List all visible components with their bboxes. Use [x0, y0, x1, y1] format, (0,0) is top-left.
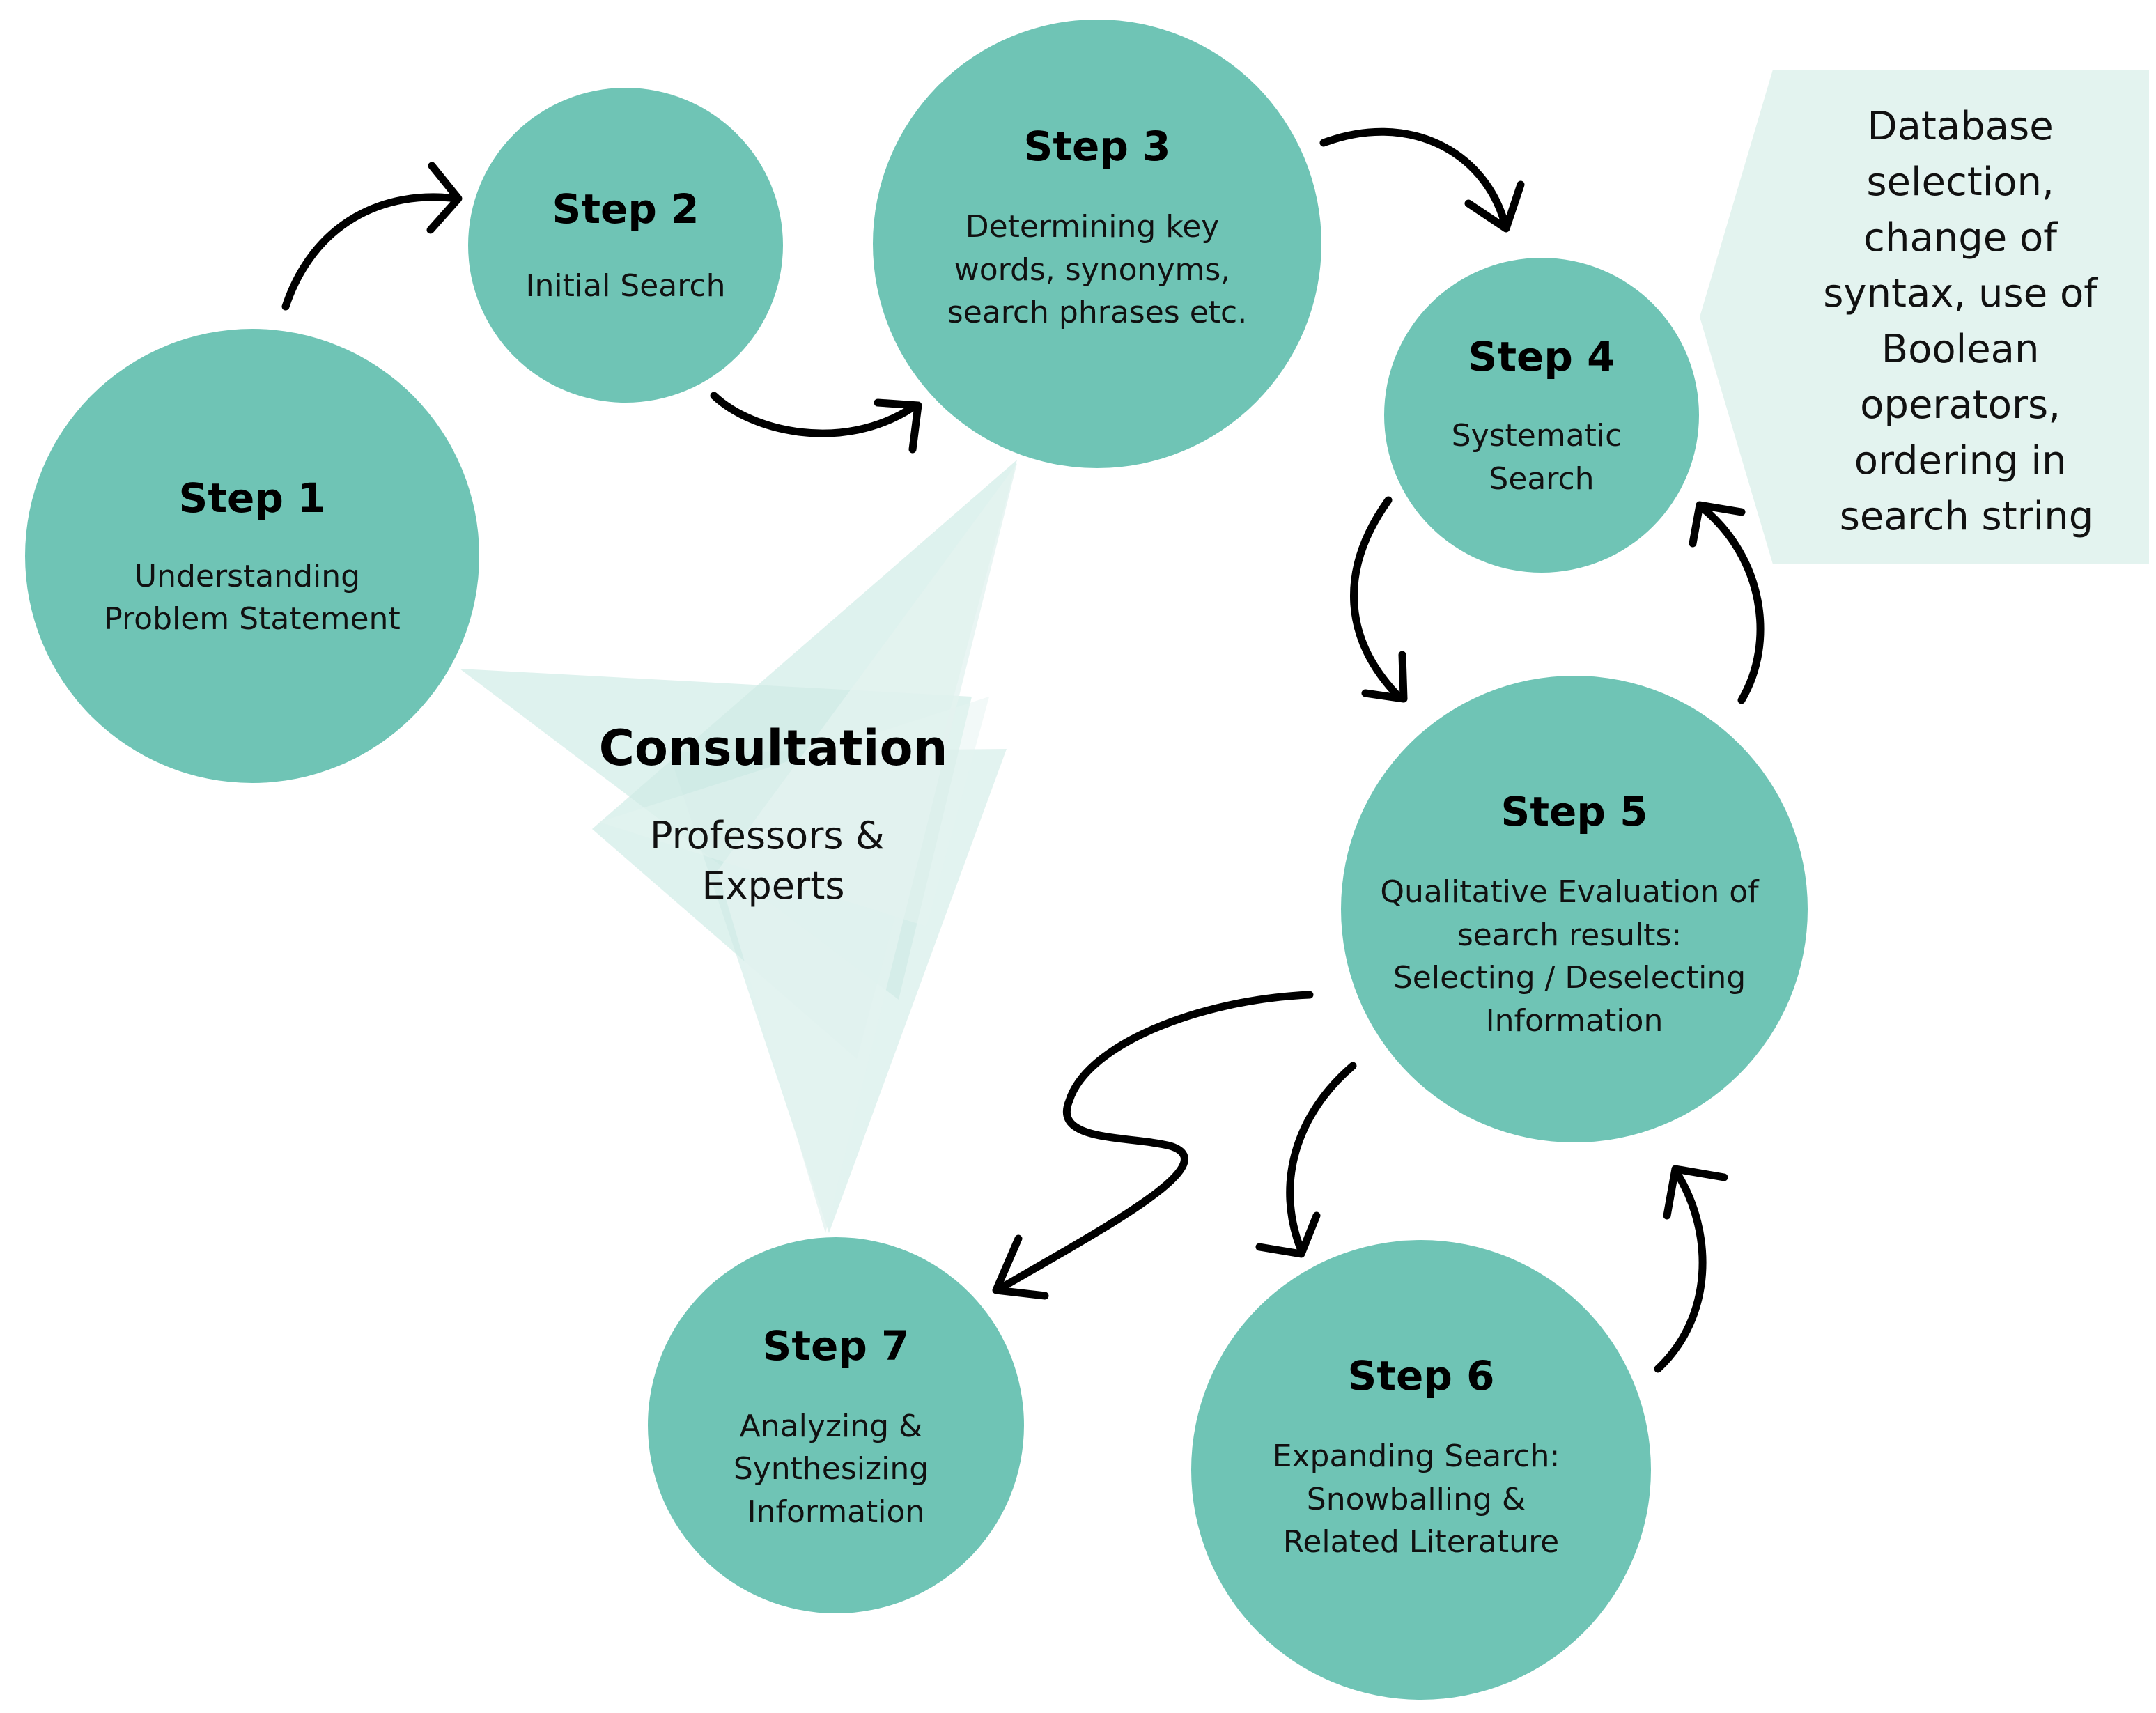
step-1-line-2: Problem Statement	[104, 601, 400, 637]
step-3-description: Determining key words, synonyms, search …	[947, 209, 1247, 330]
consultation-line-2: Experts	[701, 864, 844, 908]
consultation: Consultation Professors & Experts	[599, 720, 948, 908]
consultation-line-1: Professors &	[650, 814, 885, 858]
step-2: Step 2 Initial Search	[526, 185, 726, 304]
step-1: Step 1 Understanding Problem Statement	[104, 474, 400, 637]
step-4-circle	[1384, 258, 1699, 573]
arrow-step4-to-step5-head	[1361, 651, 1408, 703]
step-5-line-2: search results:	[1457, 917, 1682, 953]
step-1-circle	[25, 329, 479, 783]
arrow-step5-to-step6	[1286, 1062, 1357, 1255]
step-5-line-1: Qualitative Evaluation of	[1380, 874, 1760, 910]
step-4: Step 4 Systematic Search	[1452, 333, 1632, 497]
arrow-step1-to-step2	[281, 193, 460, 311]
step-4-title: Step 4	[1468, 333, 1615, 380]
step-3-line-2: words, synonyms,	[954, 252, 1231, 288]
step-1-line-1: Understanding	[134, 559, 360, 594]
step-7: Step 7 Analyzing & Synthesizing Informat…	[734, 1322, 938, 1530]
arrow-step5-to-step7	[995, 991, 1314, 1293]
step-7-title: Step 7	[763, 1322, 910, 1370]
arrow-step6-to-step5-head	[1663, 1165, 1728, 1220]
step-1-description: Understanding Problem Statement	[104, 559, 400, 637]
note-line-2: selection,	[1866, 160, 2054, 205]
step-7-circle	[648, 1237, 1024, 1613]
arrow-step5-to-step4	[1699, 504, 1765, 704]
step-1-title: Step 1	[179, 474, 326, 522]
step-5-line-3: Selecting / Deselecting	[1393, 960, 1746, 995]
step-2-circle	[468, 88, 783, 403]
step-3-title: Step 3	[1024, 123, 1171, 170]
step-6-line-2: Snowballing &	[1307, 1482, 1526, 1517]
note-line-3: change of	[1863, 215, 2058, 261]
step-2-line-1: Initial Search	[526, 268, 726, 304]
arrows	[281, 127, 1765, 1373]
arrow-step6-to-step5	[1654, 1170, 1707, 1373]
note-line-1: Database	[1867, 104, 2053, 149]
step-5-title: Step 5	[1501, 788, 1648, 835]
consultation-triangle-3	[669, 749, 1007, 1233]
note-text: Database selection, change of syntax, us…	[1823, 104, 2110, 539]
step-5-circle	[1341, 676, 1808, 1142]
arrow-step5-to-step7-head	[992, 1234, 1049, 1300]
arrow-step2-to-step3-head	[874, 398, 922, 454]
step-6-circle	[1191, 1240, 1651, 1700]
arrow-step5-to-step4-head	[1689, 501, 1746, 548]
step-4-description: Systematic Search	[1452, 418, 1632, 497]
arrow-step5-to-step6-head	[1255, 1211, 1321, 1258]
consultation-triangle-5	[599, 697, 989, 927]
step-4-line-1: Systematic	[1452, 418, 1622, 454]
arrow-step4-to-step5	[1350, 496, 1403, 701]
step-6-line-3: Related Literature	[1283, 1524, 1560, 1560]
note-box	[1700, 70, 2149, 564]
consultation-description: Professors & Experts	[650, 814, 897, 908]
step-5-description: Qualitative Evaluation of search results…	[1380, 874, 1768, 1039]
step-3-line-1: Determining key	[965, 209, 1220, 245]
consultation-triangle-4	[718, 463, 1017, 1233]
step-3: Step 3 Determining key words, synonyms, …	[947, 123, 1247, 330]
consultation-triangle-2	[592, 460, 1017, 1059]
step-6-title: Step 6	[1348, 1352, 1495, 1400]
consultation-triangle-1	[460, 669, 972, 1000]
step-7-line-3: Information	[747, 1494, 925, 1530]
arrow-step1-to-step2-head	[426, 162, 463, 234]
step-5: Step 5 Qualitative Evaluation of search …	[1380, 788, 1768, 1039]
step-2-title: Step 2	[552, 185, 699, 233]
consultation-shapes	[460, 460, 1017, 1233]
step-6-line-1: Expanding Search:	[1273, 1439, 1560, 1474]
note-line-5: Boolean	[1882, 327, 2040, 372]
step-7-line-2: Synthesizing	[734, 1451, 929, 1487]
arrow-step3-to-step4	[1319, 127, 1509, 227]
step-4-line-2: Search	[1489, 461, 1594, 497]
step-7-line-1: Analyzing &	[740, 1409, 923, 1444]
note-line-4: syntax, use of	[1823, 271, 2098, 316]
arrow-step3-to-step4-head	[1464, 180, 1525, 233]
step-6: Step 6 Expanding Search: Snowballing & R…	[1273, 1352, 1570, 1560]
note-line-7: ordering in	[1854, 438, 2067, 483]
note-line-8: search string	[1840, 494, 2094, 539]
step-6-description: Expanding Search: Snowballing & Related …	[1273, 1439, 1570, 1560]
consultation-title: Consultation	[599, 720, 948, 777]
step-5-line-4: Information	[1486, 1003, 1663, 1039]
note-line-6: operators,	[1860, 382, 2061, 428]
step-3-line-3: search phrases etc.	[947, 295, 1247, 330]
step-2-description: Initial Search	[526, 268, 726, 304]
step-7-description: Analyzing & Synthesizing Information	[734, 1409, 938, 1530]
step-3-circle	[873, 20, 1321, 468]
arrow-step2-to-step3	[710, 392, 917, 437]
